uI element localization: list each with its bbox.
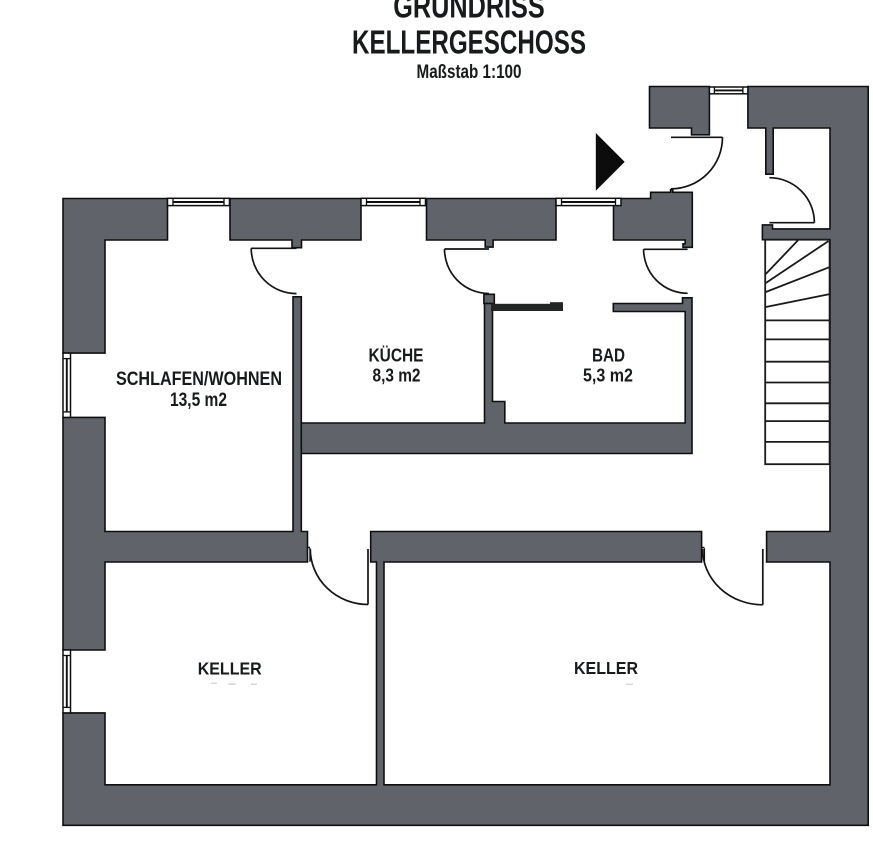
svg-text:8,3 m2: 8,3 m2 <box>373 366 421 386</box>
svg-text:KELLERGESCHOSS: KELLERGESCHOSS <box>352 25 586 62</box>
svg-text:KELLER: KELLER <box>198 659 262 679</box>
svg-text:Maßstab 1:100: Maßstab 1:100 <box>417 62 522 83</box>
svg-text:KELLER: KELLER <box>574 658 638 678</box>
svg-text:GRUNDRISS: GRUNDRISS <box>393 0 545 26</box>
svg-text:13,5 m2: 13,5 m2 <box>170 389 227 411</box>
svg-text:KÜCHE: KÜCHE <box>369 346 424 366</box>
svg-text:5,3 m2: 5,3 m2 <box>583 366 633 386</box>
svg-text:SCHLAFEN/WOHNEN: SCHLAFEN/WOHNEN <box>116 368 282 390</box>
svg-text:BAD: BAD <box>592 346 625 366</box>
